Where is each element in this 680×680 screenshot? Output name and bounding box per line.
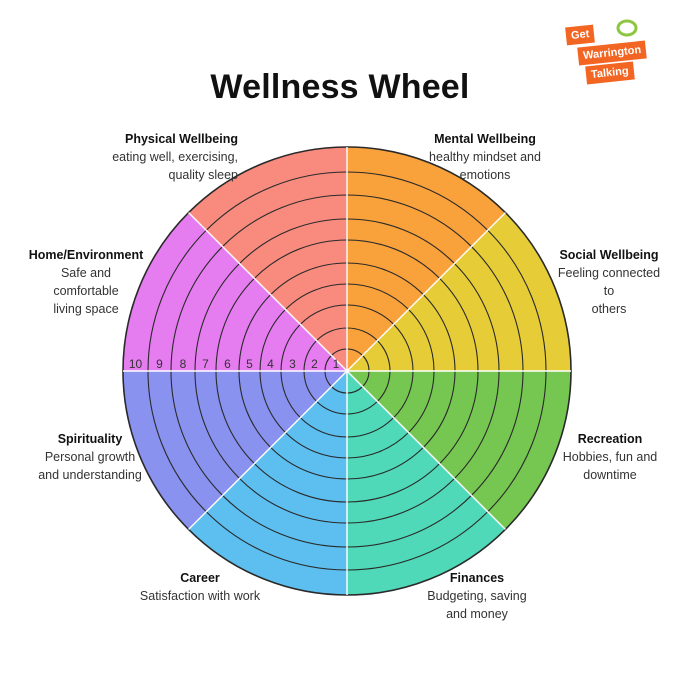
segment-name: Career (180, 571, 220, 585)
segment-name: Mental Wellbeing (434, 132, 536, 146)
segment-name: Recreation (577, 432, 643, 446)
segment-label-mental-wellbeing: Mental Wellbeing healthy mindset and emo… (410, 130, 560, 184)
segment-name: Social Wellbeing (559, 248, 659, 262)
segment-description: Hobbies, fun and downtime (562, 450, 658, 482)
scale-label-3: 3 (289, 357, 296, 371)
segment-label-physical-wellbeing: Physical Wellbeing eating well, exercisi… (90, 130, 238, 184)
get-warrington-talking-logo: Get Warrington Talking (560, 18, 660, 85)
page-title: Wellness Wheel (210, 68, 470, 106)
segment-description: Budgeting, saving and money (427, 589, 527, 621)
wheel-spoke (346, 370, 506, 530)
wheel-sector-spirituality (123, 371, 347, 530)
wheel-sector-recreation (347, 371, 571, 530)
wheel-spoke (188, 212, 348, 372)
speech-bubble-icon (616, 19, 638, 37)
scale-label-5: 5 (246, 357, 253, 371)
segment-description: Personal growth and understanding (38, 450, 142, 482)
wheel-sector-physical-wellbeing (188, 147, 347, 371)
segment-description: Feeling connected to others (557, 266, 661, 316)
segment-label-home-environment: Home/Environment Safe and comfortable li… (14, 246, 158, 318)
segment-description: healthy mindset and emotions (429, 150, 541, 182)
segment-label-career: Career Satisfaction with work (120, 569, 280, 605)
wheel-spoke (188, 370, 348, 530)
scale-label-9: 9 (156, 357, 163, 371)
wheel-sector-social-wellbeing (347, 212, 571, 371)
scale-label-4: 4 (267, 357, 274, 371)
wheel-sector-home-environment (123, 212, 347, 371)
segment-description: Safe and comfortable living space (53, 266, 119, 316)
segment-description: Satisfaction with work (139, 589, 261, 603)
wheel-sector-career (188, 371, 347, 595)
scale-label-7: 7 (202, 357, 209, 371)
segment-label-recreation: Recreation Hobbies, fun and downtime (548, 430, 672, 484)
scale-label-1: 1 (333, 357, 340, 371)
scale-label-8: 8 (180, 357, 187, 371)
segment-label-spirituality: Spirituality Personal growth and underst… (20, 430, 160, 484)
scale-label-10: 10 (129, 357, 143, 371)
segment-name: Home/Environment (28, 248, 144, 262)
segment-label-finances: Finances Budgeting, saving and money (402, 569, 552, 623)
wheel-sector-finances (347, 371, 506, 595)
wheel-spoke (346, 212, 506, 372)
segment-label-social-wellbeing: Social Wellbeing Feeling connected to ot… (536, 246, 680, 318)
segment-description: eating well, exercising, quality sleep (112, 150, 238, 182)
scale-label-2: 2 (311, 357, 318, 371)
segment-name: Spirituality (57, 432, 123, 446)
segment-name: Finances (449, 571, 505, 585)
segment-name: Physical Wellbeing (124, 132, 238, 146)
scale-label-6: 6 (224, 357, 231, 371)
wheel-sector-mental-wellbeing (347, 147, 506, 371)
